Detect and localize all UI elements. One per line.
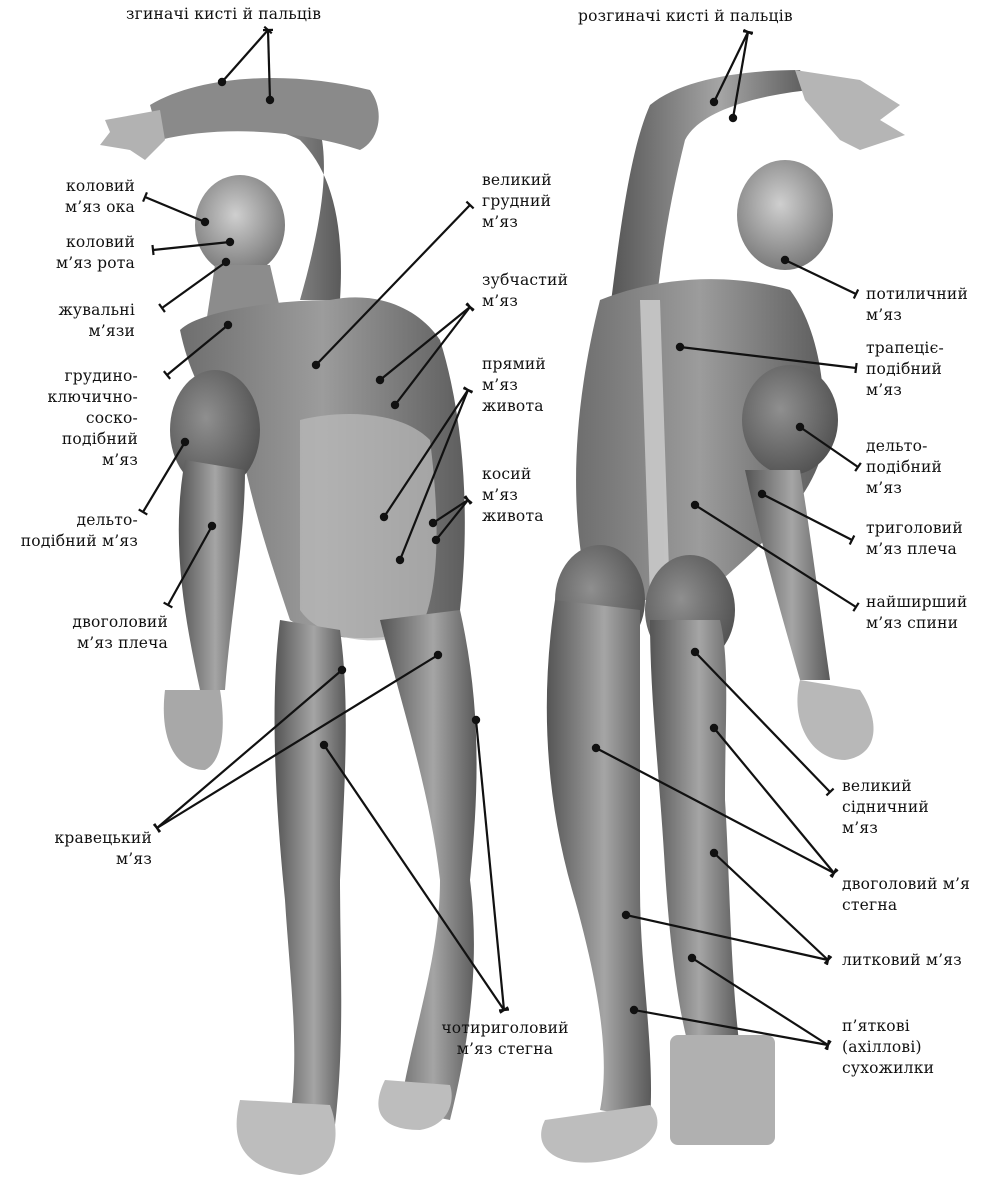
leader-line — [145, 197, 205, 222]
leader-dot — [472, 716, 480, 724]
leader-tick — [499, 1010, 509, 1011]
leader-dot — [710, 98, 718, 106]
leader-dot — [266, 96, 274, 104]
label-sternocleidomastoid: грудино- ключично- соско- подібний м’яз — [20, 366, 138, 471]
leader-dot — [208, 522, 216, 530]
label-orbicularis-oris: коловий м’яз рота — [40, 232, 135, 274]
leader-dot — [396, 556, 404, 564]
front-head — [195, 175, 285, 275]
back-pedestal — [670, 1035, 775, 1145]
leader-dot — [781, 256, 789, 264]
leader-dot — [222, 258, 230, 266]
leader-line — [714, 728, 834, 873]
leader-dot — [224, 321, 232, 329]
leader-dot — [320, 741, 328, 749]
label-gastrocnemius: литковий м’яз — [842, 950, 962, 971]
front-right-foot — [237, 1100, 336, 1175]
label-flexors-hand: згиначі кисті й пальців — [126, 4, 321, 25]
leader-dot — [710, 849, 718, 857]
back-right-hand — [797, 680, 873, 760]
label-biceps: двоголовий м’яз плеча — [40, 612, 168, 654]
label-sartorius: кравецький м’яз — [30, 828, 152, 870]
label-trapezius: трапеціє- подібний м’яз — [866, 338, 944, 401]
label-rectus-abdominis: прямий м’яз живота — [482, 354, 546, 417]
leader-dot — [592, 744, 600, 752]
label-serratus: зубчастий м’яз — [482, 270, 568, 312]
label-deltoid-front: дельто- подібний м’яз — [4, 510, 138, 552]
leader-dot — [758, 490, 766, 498]
label-achilles: п’яткові (ахіллові) сухожилки — [842, 1016, 934, 1079]
leader-tick — [159, 304, 165, 312]
leader-dot — [181, 438, 189, 446]
back-deltoid — [742, 365, 838, 475]
leader-dot — [218, 78, 226, 86]
back-left-foot — [541, 1105, 657, 1163]
label-extensors-hand: розгиначі кисті й пальців — [578, 6, 793, 27]
front-forearm — [150, 78, 379, 150]
leader-line — [324, 745, 504, 1010]
leader-tick — [827, 955, 829, 965]
label-quadriceps: чотириголовий м’яз стегна — [430, 1018, 580, 1060]
leader-dot — [201, 218, 209, 226]
label-masseter: жувальні м’язи — [30, 300, 135, 342]
back-head — [737, 160, 833, 270]
leader-dot — [380, 513, 388, 521]
leader-tick — [855, 363, 856, 373]
label-pectoralis-major: великий грудний м’яз — [482, 170, 552, 233]
leader-dot — [622, 911, 630, 919]
leader-dot — [676, 343, 684, 351]
leader-tick — [743, 31, 753, 33]
label-gluteus-maximus: великий сідничний м’яз — [842, 776, 929, 839]
leader-dot — [434, 651, 442, 659]
leader-dot — [432, 536, 440, 544]
label-triceps: триголовий м’яз плеча — [866, 518, 963, 560]
back-hand — [795, 70, 905, 150]
back-figure — [541, 70, 905, 1163]
leader-dot — [710, 724, 718, 732]
leader-line — [222, 30, 268, 82]
front-hand — [100, 110, 165, 160]
label-orbicularis-oculi: коловий м’яз ока — [40, 176, 135, 218]
back-right-arm — [745, 470, 830, 680]
leader-line — [143, 442, 185, 512]
leader-dot — [691, 501, 699, 509]
label-latissimus: найширший м’яз спини — [866, 592, 967, 634]
leader-tick — [827, 1040, 829, 1050]
leader-dot — [688, 954, 696, 962]
label-biceps-femoris: двоголовий м’я стегна — [842, 874, 970, 916]
leader-dot — [226, 238, 234, 246]
leader-dot — [391, 401, 399, 409]
leader-line — [785, 260, 856, 294]
label-occipitalis: потиличний м’яз — [866, 284, 968, 326]
leader-dot — [338, 666, 346, 674]
leader-dot — [729, 114, 737, 122]
leader-dot — [691, 648, 699, 656]
leader-dot — [796, 423, 804, 431]
front-abdomen — [300, 414, 437, 640]
front-left-fist — [164, 690, 223, 770]
front-left-foot — [378, 1080, 451, 1130]
label-oblique: косий м’яз живота — [482, 464, 544, 527]
front-left-arm — [179, 460, 245, 690]
label-deltoid-back: дельто- подібний м’яз — [866, 436, 942, 499]
leader-dot — [429, 519, 437, 527]
leader-tick — [152, 245, 153, 255]
leader-dot — [312, 361, 320, 369]
leader-tick — [855, 463, 861, 471]
leader-dot — [630, 1006, 638, 1014]
leader-line — [476, 720, 504, 1010]
leader-dot — [376, 376, 384, 384]
